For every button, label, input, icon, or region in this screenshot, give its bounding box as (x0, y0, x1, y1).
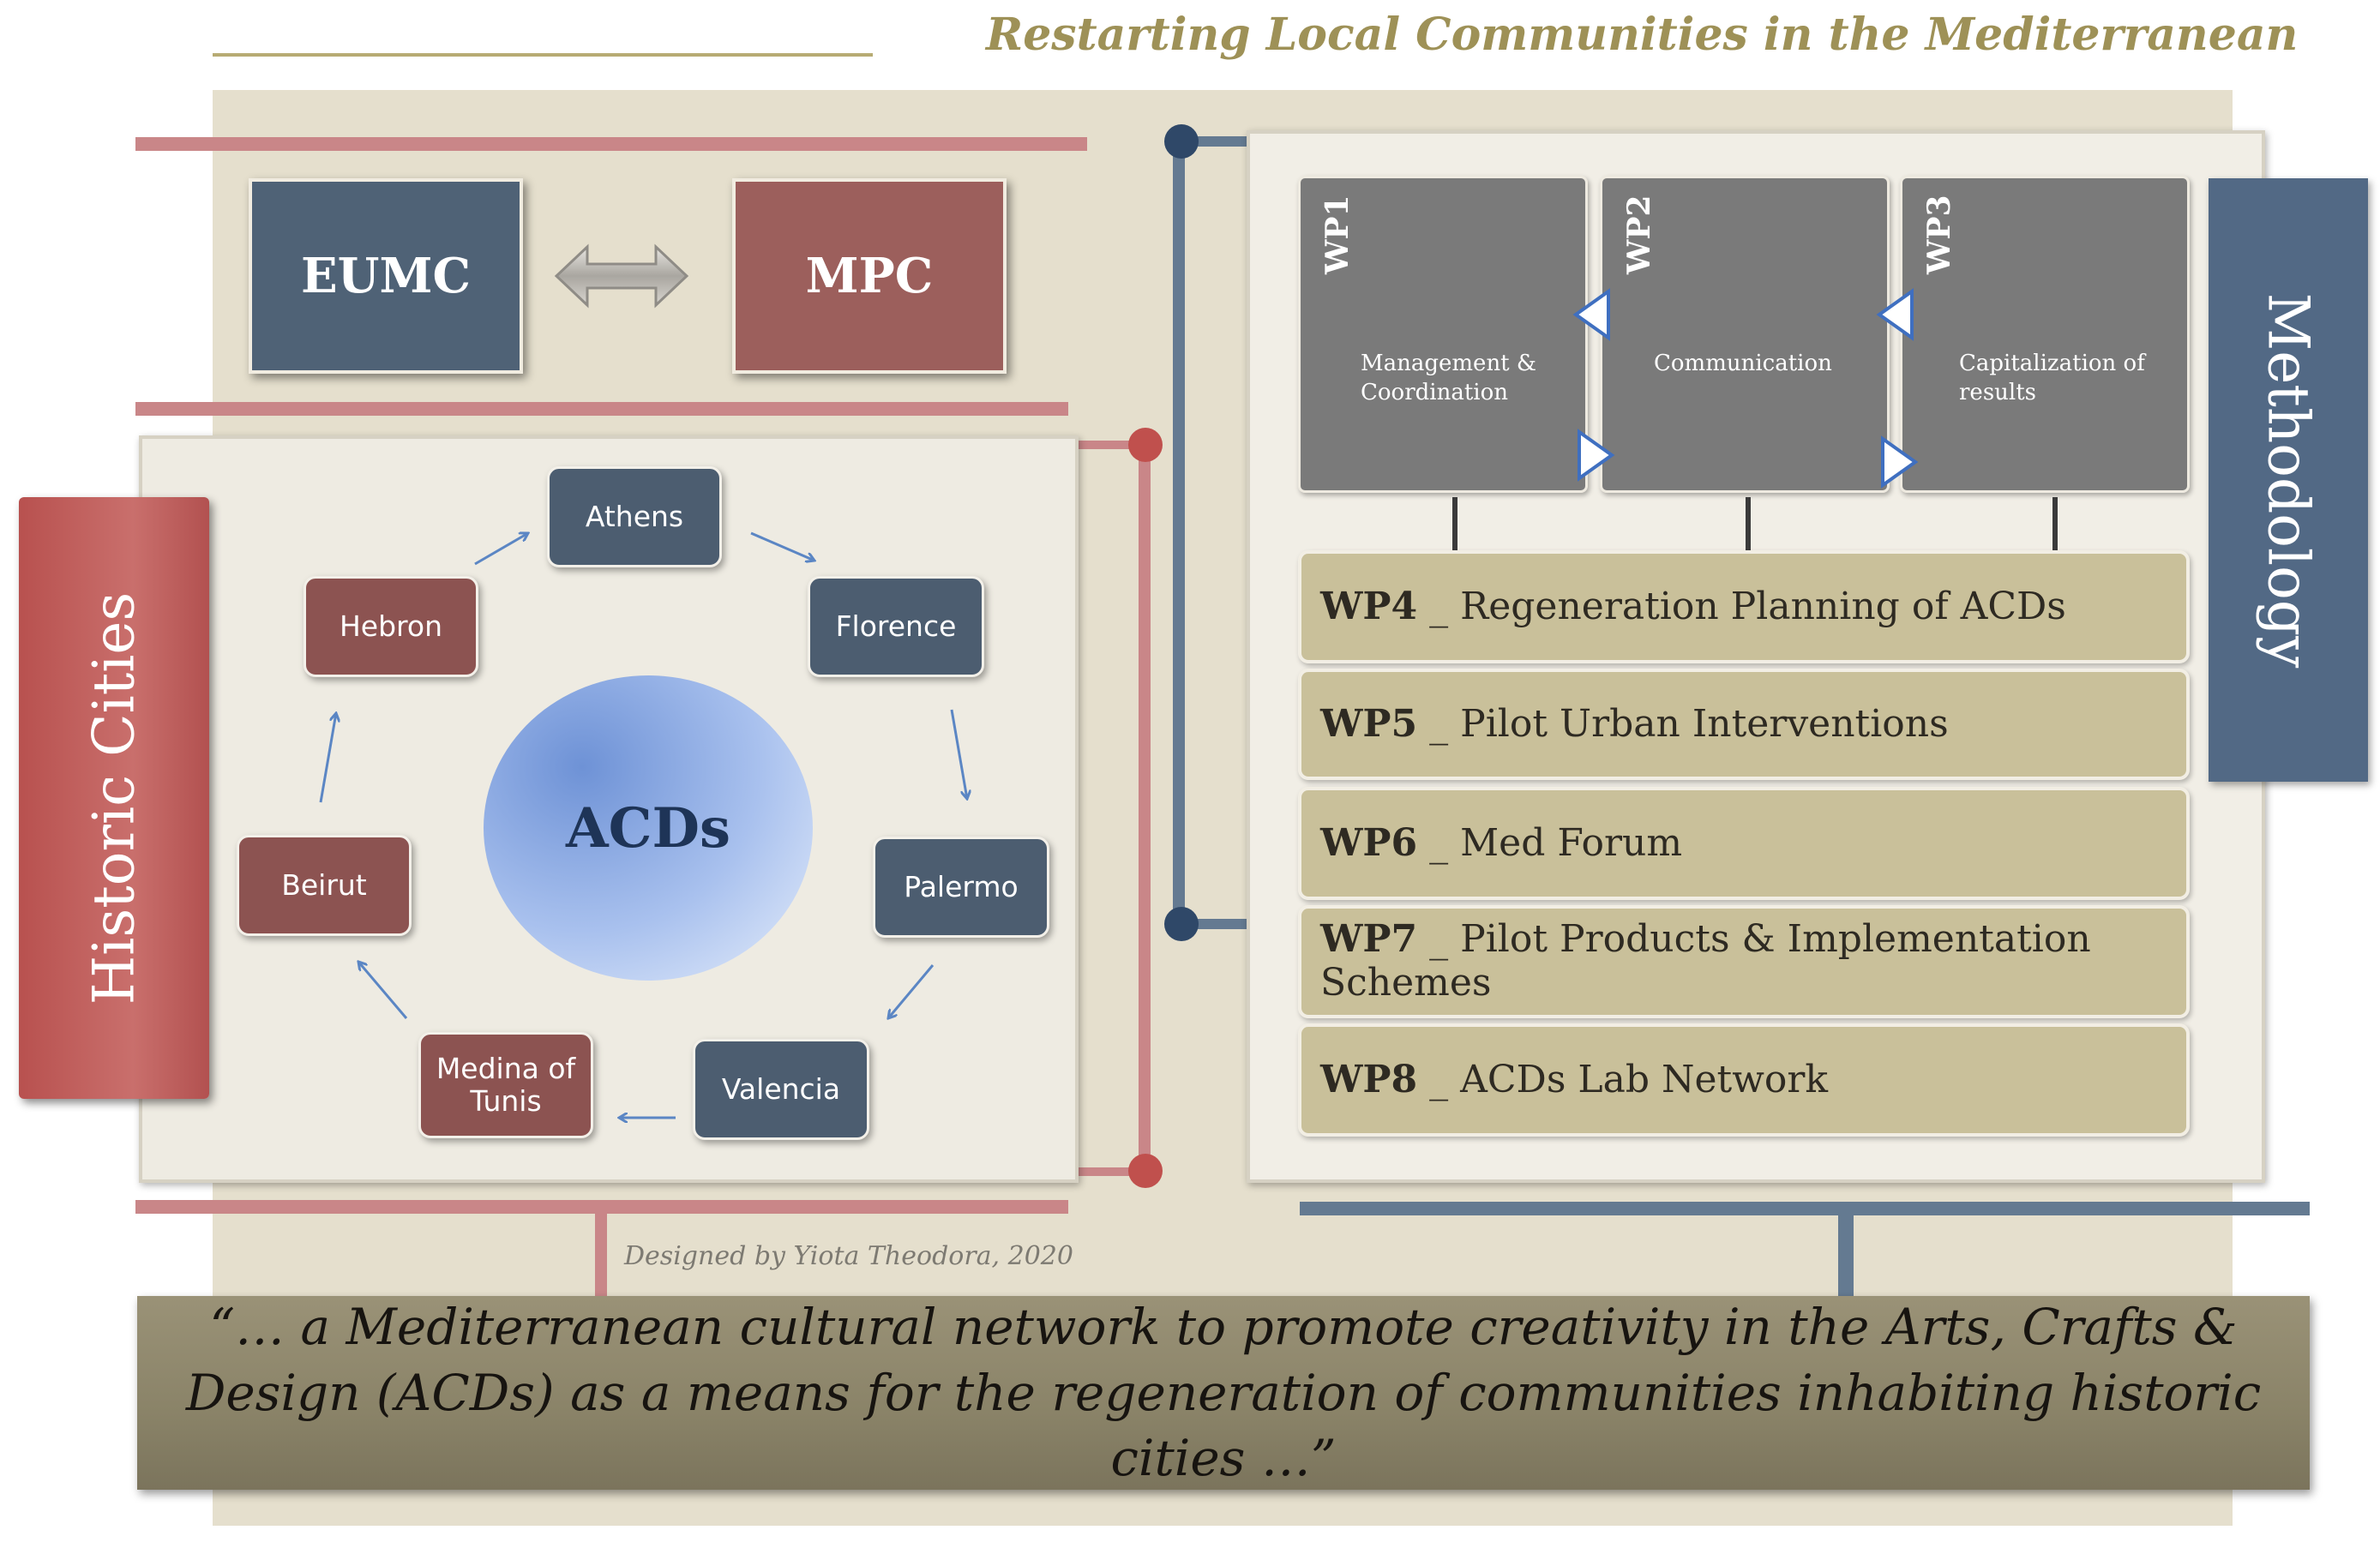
cities-bracket-red (1139, 444, 1151, 1173)
credit-red-stem (595, 1207, 607, 1298)
mpc-box: MPC (732, 178, 1007, 374)
wp5-row: WP5 _ Pilot Urban Interventions (1298, 669, 2190, 780)
quote-text: “… a Mediterranean cultural network to p… (185, 1298, 2262, 1488)
bottom-blue-bar (1300, 1202, 2310, 1215)
city-hebron: Hebron (304, 576, 478, 677)
blue-dot-top (1164, 124, 1199, 159)
wp5-text: _ Pilot Urban Interventions (1417, 701, 1949, 746)
wp8-row: WP8 _ ACDs Lab Network (1298, 1023, 2190, 1137)
methodology-bracket-blue (1173, 140, 1185, 927)
diagram-title: Restarting Local Communities in the Medi… (986, 9, 2299, 61)
triangle-wp3-to-wp2 (1876, 288, 1914, 341)
acds-label: ACDs (565, 795, 731, 861)
cities-bracket-red-bottom (1079, 1167, 1144, 1176)
wp4-code: WP4 (1320, 584, 1418, 628)
acds-circle: ACDs (484, 675, 813, 981)
city-valencia: Valencia (693, 1039, 869, 1140)
quote-banner: “… a Mediterranean cultural network to p… (137, 1296, 2310, 1490)
city-athens: Athens (547, 466, 722, 567)
wp1-card: WP1 Management & Coordination (1298, 176, 1588, 493)
triangle-wp1-to-wp2 (1578, 429, 1615, 482)
wp3-text: Capitalization of results (1959, 351, 2145, 405)
wp4-text: _ Regeneration Planning of ACDs (1417, 584, 2066, 628)
red-dot-bottom (1128, 1154, 1163, 1188)
triangle-wp2-to-wp3 (1881, 435, 1919, 489)
city-medina-of-tunis: Medina of Tunis (418, 1032, 593, 1138)
quote-blue-stem (1838, 1207, 1854, 1298)
wp3-card: WP3 Capitalization of results (1900, 176, 2190, 493)
wp2-card: WP2 Communication (1600, 176, 1890, 493)
methodology-label-wrap: Methodology (2209, 178, 2368, 782)
methodology-label: Methodology (2255, 292, 2322, 668)
wp7-row: WP7 _ Pilot Products & Implementation Sc… (1298, 905, 2190, 1018)
wp3-stem (2052, 497, 2058, 550)
wp8-text: _ ACDs Lab Network (1417, 1057, 1829, 1101)
methodology-tab (2209, 178, 2368, 782)
historic-cities-tab (19, 497, 209, 1099)
blue-dot-bottom (1164, 907, 1199, 941)
wp1-text: Management & Coordination (1361, 351, 1537, 405)
top-red-bar (135, 137, 1087, 151)
wp2-text: Communication (1654, 351, 1832, 376)
double-arrow-icon (554, 243, 689, 309)
city-florence: Florence (808, 576, 984, 677)
eumc-box: EUMC (249, 178, 523, 374)
city-beirut: Beirut (237, 835, 412, 936)
wp6-code: WP6 (1320, 820, 1418, 865)
wp2-stem (1746, 497, 1751, 550)
wp5-code: WP5 (1320, 701, 1418, 746)
wp6-row: WP6 _ Med Forum (1298, 787, 2190, 900)
triangle-wp2-to-wp1 (1572, 288, 1610, 341)
mid-red-bar (135, 402, 1068, 416)
wp7-text: _ Pilot Products & Implementation Scheme… (1320, 917, 2091, 1005)
red-dot-top (1128, 428, 1163, 462)
wp8-code: WP8 (1320, 1057, 1418, 1101)
wp7-code: WP7 (1320, 917, 1418, 962)
wp4-row: WP4 _ Regeneration Planning of ACDs (1298, 550, 2190, 663)
designer-credit: Designed by Yiota Theodora, 2020 (624, 1241, 1073, 1271)
city-palermo: Palermo (873, 837, 1049, 938)
wp1-stem (1452, 497, 1457, 550)
cities-bracket-red-top (1079, 441, 1144, 449)
title-rule (213, 53, 873, 57)
wp6-text: _ Med Forum (1417, 820, 1683, 865)
